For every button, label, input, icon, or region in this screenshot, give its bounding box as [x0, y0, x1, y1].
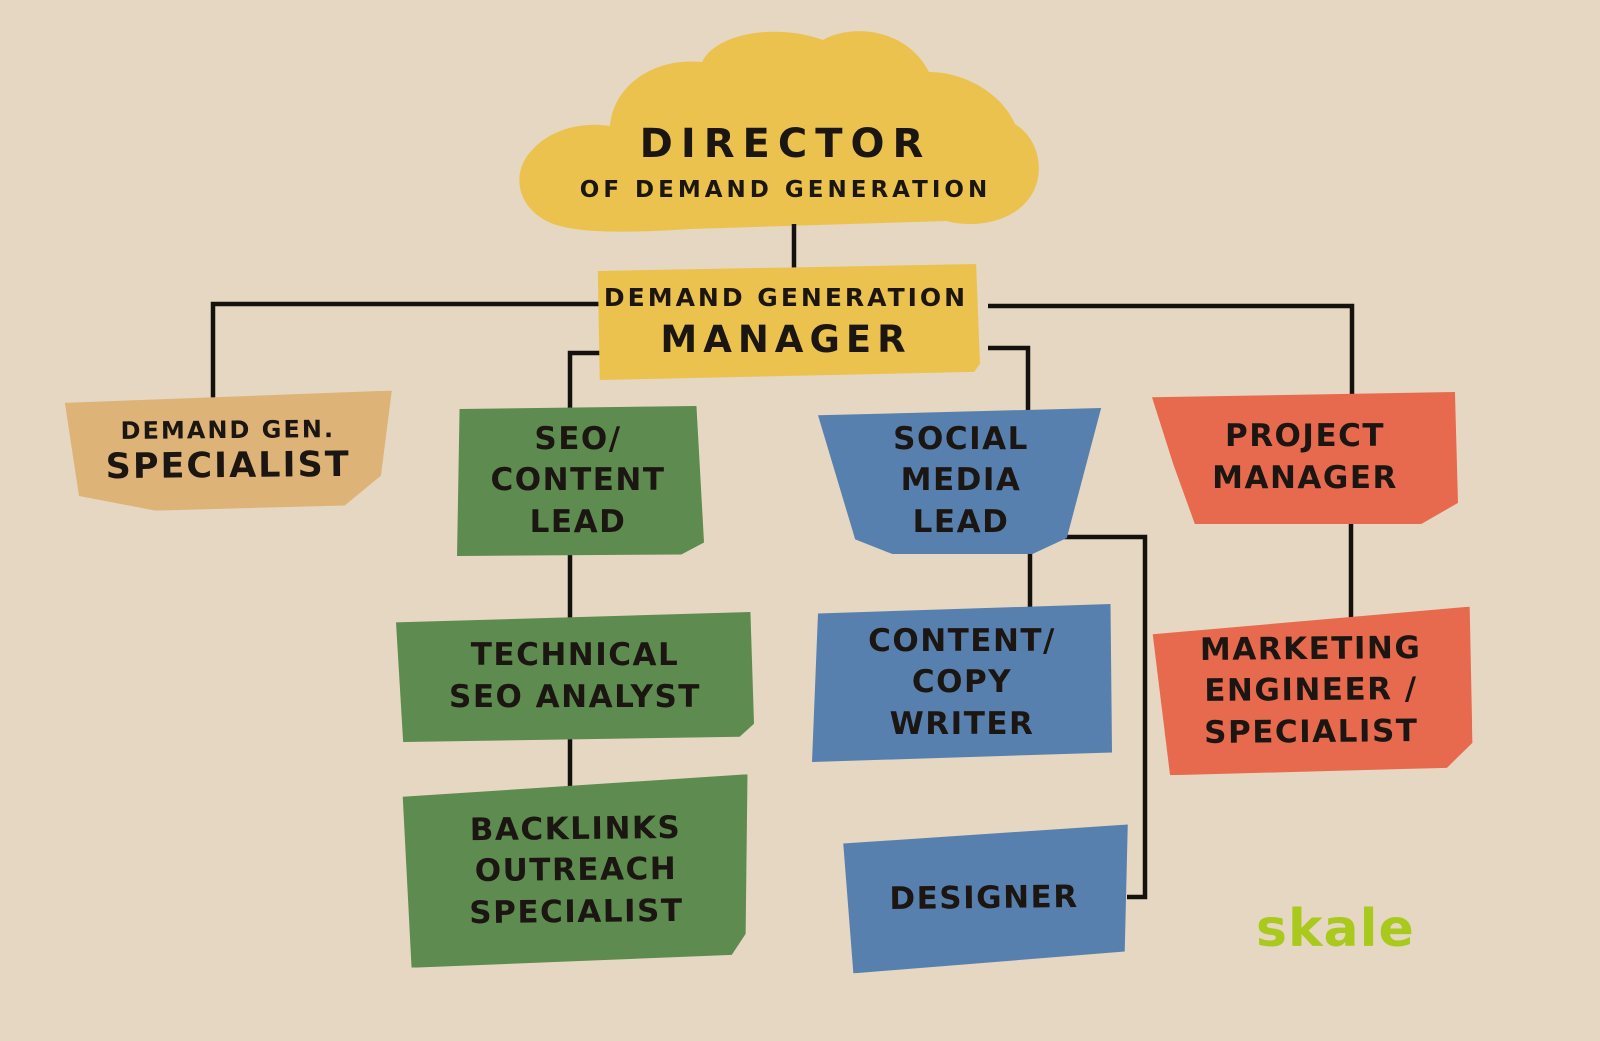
node-subtitle-line: OF DEMAND GENERATION [579, 177, 992, 203]
connector-manager-social [988, 345, 1031, 418]
node-title-line: SPECIALIST [105, 444, 351, 488]
node-title-line: SPECIALIST [469, 892, 684, 931]
node-title-line: DESIGNER [889, 879, 1079, 918]
node-title-line: SOCIAL [893, 420, 1029, 457]
node-title-line: CONTENT/ [868, 622, 1056, 659]
node-title-line: ENGINEER / [1204, 671, 1418, 710]
node-title-line: SPECIALIST [1204, 712, 1419, 751]
node-content-copy-writer: CONTENT/ COPY WRITER [812, 604, 1112, 762]
connector-social-designer [1064, 534, 1148, 900]
node-title-line: TECHNICAL [470, 637, 680, 674]
director-cloud-shape [519, 31, 1039, 232]
connector-manager-project [988, 303, 1355, 402]
node-seo-content-lead: SEO/ CONTENT LEAD [457, 406, 704, 556]
node-title-line: MARKETING [1199, 629, 1422, 668]
node-project-manager: PROJECT MANAGER [1152, 392, 1458, 524]
node-title-line: CONTENT [490, 462, 666, 499]
node-designer: DESIGNER [837, 824, 1131, 973]
node-title-line: DIRECTOR [639, 121, 932, 167]
node-title-line: DEMAND GEN. [120, 415, 336, 445]
connector-manager-specialist [210, 301, 602, 400]
node-director: DIRECTOR OF DEMAND GENERATION [553, 112, 1018, 212]
node-title-line: DEMAND GENERATION [603, 283, 969, 312]
node-title-line: MANAGER [660, 318, 912, 361]
node-social-media-lead: SOCIAL MEDIA LEAD [818, 408, 1102, 554]
node-title-line: MANAGER [1212, 460, 1398, 496]
node-title-line: MEDIA [900, 462, 1022, 499]
node-title-line: OUTREACH [474, 851, 678, 890]
node-demand-gen-specialist: DEMAND GEN. SPECIALIST [61, 391, 394, 512]
node-technical-seo-analyst: TECHNICAL SEO ANALYST [396, 612, 754, 742]
node-title-line: SEO/ [534, 420, 622, 457]
node-title-line: WRITER [889, 705, 1035, 742]
node-title-line: BACKLINKS [469, 809, 682, 848]
skale-logo: skale [1256, 899, 1415, 959]
node-backlinks-outreach-specialist: BACKLINKS OUTREACH SPECIALIST [399, 774, 753, 968]
node-title-line: LEAD [529, 503, 627, 540]
connector-manager-seo [567, 350, 602, 418]
node-title-line: COPY [911, 664, 1013, 701]
node-marketing-engineer-specialist: MARKETING ENGINEER / SPECIALIST [1149, 607, 1472, 776]
node-demand-generation-manager: DEMAND GENERATION MANAGER [597, 264, 980, 380]
node-title-line: PROJECT [1224, 418, 1386, 455]
node-title-line: LEAD [912, 503, 1010, 540]
node-title-line: SEO ANALYST [449, 679, 701, 715]
